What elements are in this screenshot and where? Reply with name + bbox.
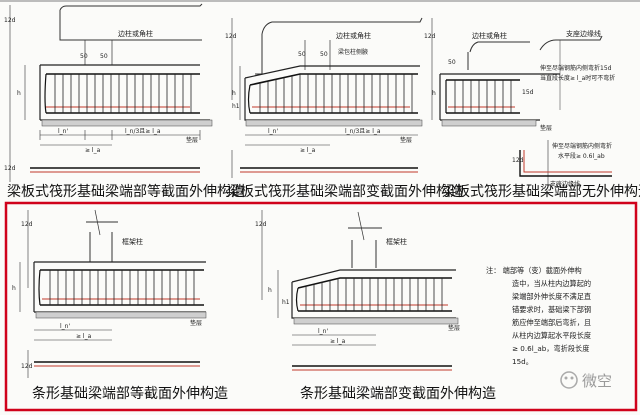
panel-2-dim-cushion: 垫层 <box>400 136 412 144</box>
panel-3-dim-support-bottom: 支座边缘线 <box>550 180 580 188</box>
panel-2-caption: 梁板式筏形基础梁端部变截面外伸构造 <box>226 183 464 200</box>
watermark-text: 微空 <box>582 372 612 390</box>
highlight-frame <box>4 201 638 412</box>
panel-1-caption: 梁板式筏形基础梁端部等截面外伸构造 <box>7 183 245 200</box>
watermark: 微空 <box>560 371 612 390</box>
panel-1-dim-ln: l_n' <box>58 128 68 135</box>
panel-1-dim-12d-bottom: 12d <box>4 165 16 172</box>
panel-5-dim-ln: l_n' <box>318 328 328 335</box>
panel-2-callout-haunch: 梁包柱侧腋 <box>338 48 368 56</box>
panel-1-dim-12d-top: 12d <box>4 17 16 24</box>
watermark-logo-icon <box>560 371 578 389</box>
panel-3-note-1: 伸至尽端钢筋内侧弯折15d <box>540 64 612 72</box>
panel-5-callout: 框架柱 <box>386 237 407 246</box>
panel-3-note-2: 当直段长度≥ l_a时可不弯折 <box>540 74 615 82</box>
panel-5-dim-la: ≥ l_a <box>330 338 346 345</box>
panel-4-dim-12d-top: 12d <box>21 221 33 228</box>
construction-note: 注： 端部等（变）截面外伸构 造中，当从柱内边算起的 梁端部外伸长度不满足直 锚… <box>486 266 591 366</box>
panel-1-dim-h: h <box>17 90 21 97</box>
panel-2-callout-column: 边柱或角柱 <box>336 31 371 40</box>
panel-1-dim-la: ≥ l_a <box>85 147 101 154</box>
panel-3-dim-15d: 15d <box>522 89 534 96</box>
panel-1-dim-50b: 50 <box>100 53 108 60</box>
panel-2-dim-12d: 12d <box>225 33 237 40</box>
note-line-6: 从柱内边算起水平段长度 <box>512 331 591 340</box>
panel-4-callout: 框架柱 <box>122 237 143 246</box>
note-line-2: 造中，当从柱内边算起的 <box>512 279 591 288</box>
panel-2-dim-50a: 50 <box>298 51 306 58</box>
panel-1-callout: 边柱或角柱 <box>118 29 153 38</box>
panel-1-diagram <box>9 3 213 182</box>
panel-3-note-3: 伸至尽端钢筋内侧弯折 <box>552 142 612 150</box>
panel-2-dim-50b: 50 <box>320 51 328 58</box>
panel-5-caption: 条形基础梁端部变截面外伸构造 <box>300 385 496 402</box>
panel-2-dim-la: ≥ l_a <box>300 147 316 154</box>
panel-1-dim-ln3: l_n/3且≥ l_a <box>125 128 161 135</box>
panel-3-dim-cushion: 垫层 <box>540 124 552 132</box>
panel-2-dim-h1: h1 <box>232 103 240 110</box>
note-line-5: 筋应伸至端部后弯折，且 <box>512 318 591 327</box>
panel-3-callout-column: 边柱或角柱 <box>472 31 507 40</box>
panel-3-callout-support: 支座边缘线 <box>566 29 601 38</box>
note-line-7: ≥ 0.6l_ab，弯折段长度 <box>512 344 589 353</box>
panel-4-dim-cushion: 垫层 <box>190 319 202 327</box>
note-line-8: 15d。 <box>512 357 533 366</box>
panel-5-dim-cushion: 垫层 <box>448 324 460 332</box>
panel-3-dim-12d-bottom: 12d <box>512 157 524 164</box>
note-line-3: 梁端部外伸长度不满足直 <box>512 292 591 301</box>
panel-1-dim-cushion: 垫层 <box>186 136 198 144</box>
panel-2-dim-ln3: l_n/3且≥ l_a <box>345 128 381 135</box>
panel-3-dim-h: h <box>432 90 436 97</box>
panel-3-caption: 梁板式筏形基础梁端部无外伸构造 <box>442 183 640 200</box>
panel-4-caption: 条形基础梁端部等截面外伸构造 <box>32 385 228 402</box>
panel-3-dim-12d: 12d <box>424 33 436 40</box>
panel-2-dim-ln: l_n' <box>268 128 278 135</box>
panel-5-diagram <box>261 210 459 371</box>
panel-4-dim-la: ≥ l_a <box>76 333 92 340</box>
panel-4-dim-ln: l_n' <box>60 323 70 330</box>
panel-5-dim-h1: h1 <box>282 299 290 306</box>
panel-3-diagram <box>431 18 612 185</box>
panel-4-dim-h: h <box>12 285 16 292</box>
panel-4-diagram <box>19 209 207 378</box>
panel-4-dim-12d-bottom: 12d <box>21 363 33 370</box>
note-line-1: 注： 端部等（变）截面外伸构 <box>486 266 582 275</box>
panel-5-dim-12d: 12d <box>255 221 267 228</box>
panel-2-dim-h: h <box>232 90 236 97</box>
panel-5-dim-h: h <box>268 287 272 294</box>
panel-3-dim-50: 50 <box>448 59 456 66</box>
panel-2-diagram <box>231 17 423 178</box>
panel-1-dim-50a: 50 <box>80 53 88 60</box>
panel-3-note-4: 水平段≥ 0.6l_ab <box>558 152 605 160</box>
note-line-4: 锚要求时，基础梁下部钢 <box>512 305 591 314</box>
